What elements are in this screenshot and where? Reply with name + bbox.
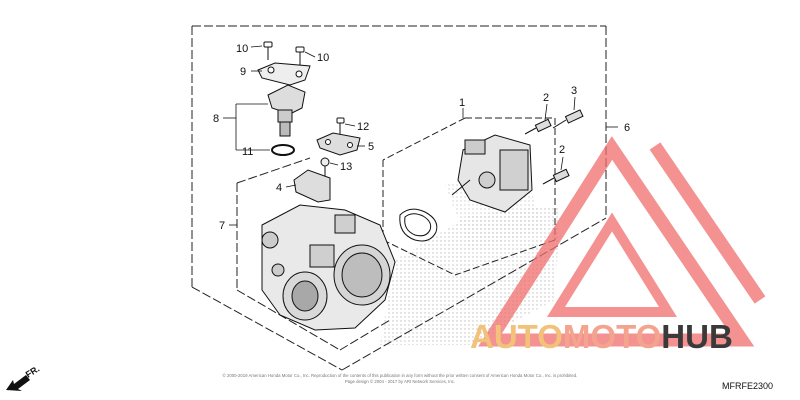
assembly-frame xyxy=(191,25,607,371)
watermark-part-auto: AUTO xyxy=(470,318,563,355)
watermark-part-hub: HUB xyxy=(661,318,733,355)
front-direction-arrow: FR. xyxy=(6,364,41,391)
watermark-text: AUTOMOTOHUB xyxy=(470,318,733,355)
callout-11: 11 xyxy=(242,146,253,158)
copyright-line-1: © 2000-2019 American Honda Motor Co., In… xyxy=(223,373,578,378)
callout-13: 13 xyxy=(340,161,352,173)
callout-12: 12 xyxy=(357,121,369,133)
throttle-body xyxy=(261,204,396,331)
callout-2-bottom: 2 xyxy=(559,144,565,156)
callout-4: 4 xyxy=(276,182,282,194)
callout-labels: 10 10 9 8 11 12 5 13 4 7 1 2 3 2 6 xyxy=(213,43,630,232)
throttle-body-frame xyxy=(236,157,391,351)
callout-10-left: 10 xyxy=(236,43,248,55)
watermark-logo xyxy=(478,136,766,347)
front-label: FR. xyxy=(24,364,42,380)
callout-10-right: 10 xyxy=(317,52,329,64)
callout-1: 1 xyxy=(459,97,465,109)
diagram-code: MFRFE2300 xyxy=(722,381,773,391)
callout-9: 9 xyxy=(240,66,246,78)
leader-lines xyxy=(223,45,618,226)
sensor-unit xyxy=(451,109,584,213)
sub-assembly-frame xyxy=(382,117,556,276)
callout-3: 3 xyxy=(571,85,577,97)
callout-8: 8 xyxy=(213,113,219,125)
watermark-part-moto: MOTO xyxy=(563,318,661,355)
callout-7: 7 xyxy=(219,220,225,232)
arrow-icon xyxy=(6,375,30,391)
sensor-group xyxy=(257,41,361,203)
callout-6: 6 xyxy=(624,122,630,134)
copyright-line-2: Page design © 2004 - 2017 by ARI Network… xyxy=(345,379,455,384)
gasket xyxy=(399,208,438,242)
callout-5: 5 xyxy=(368,141,374,153)
callout-2-top: 2 xyxy=(543,92,549,104)
